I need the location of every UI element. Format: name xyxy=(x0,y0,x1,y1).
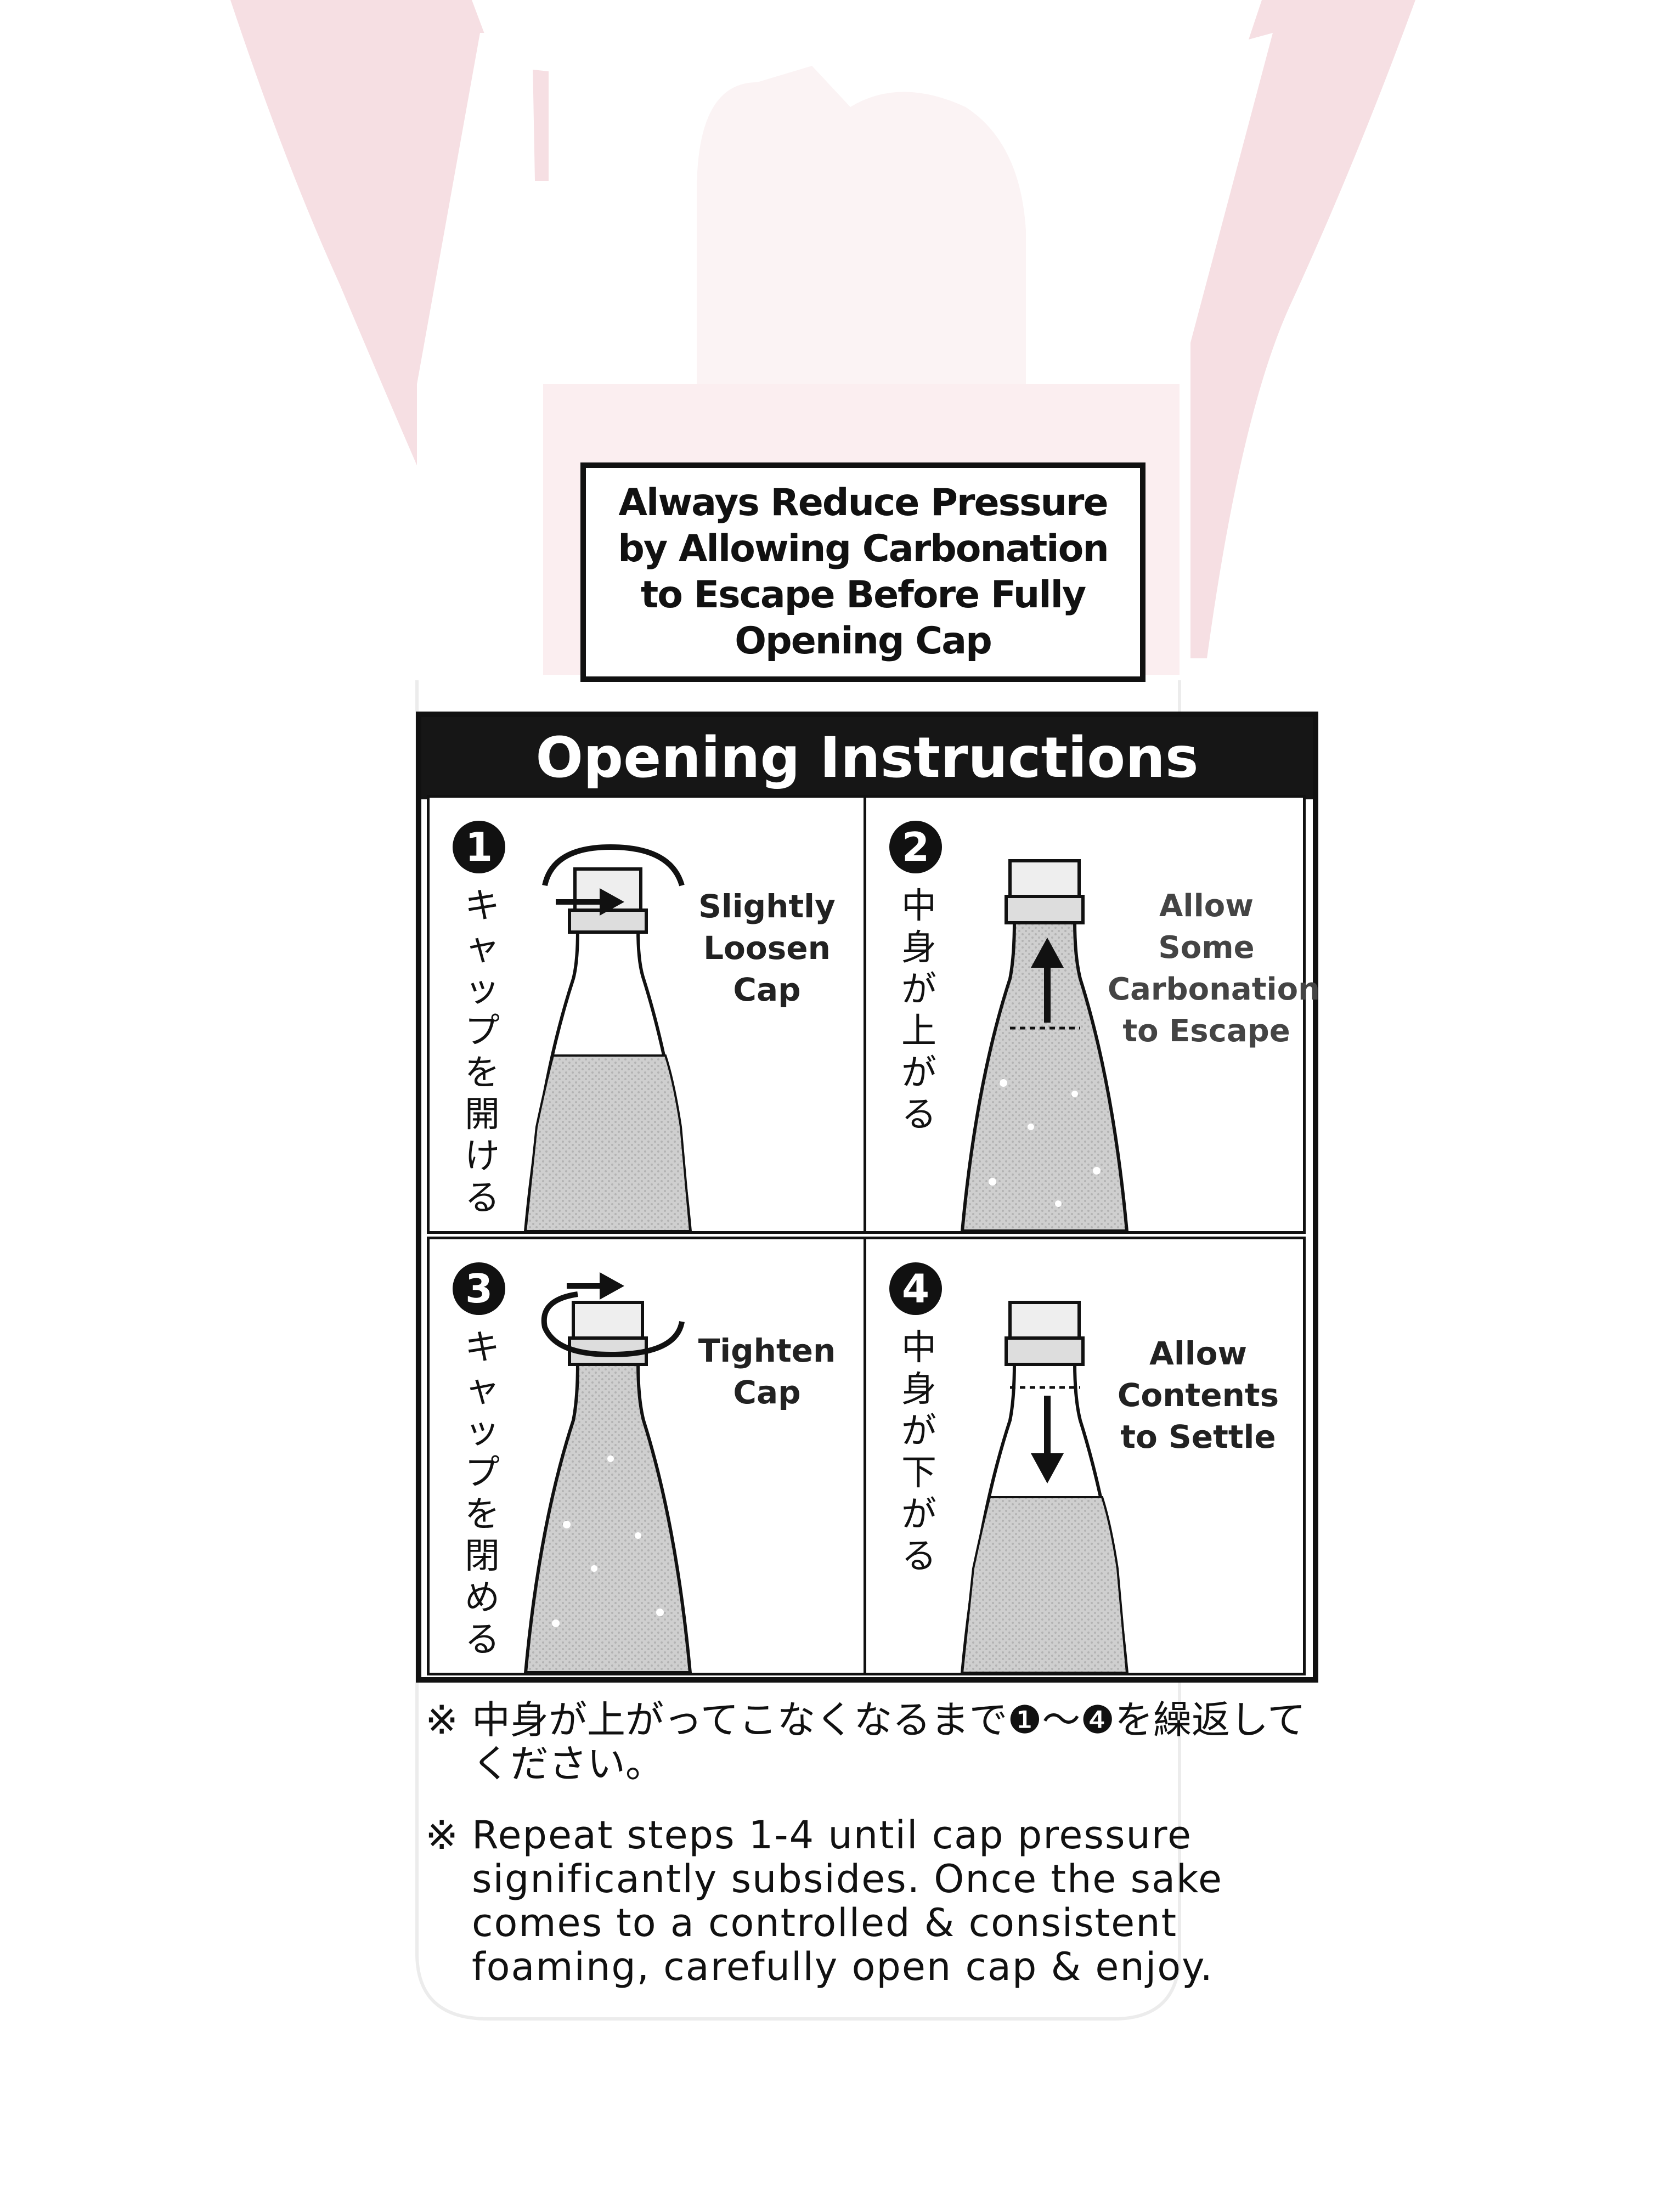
step-3-english-label: Tighten Cap xyxy=(698,1332,836,1411)
step-2-cell: 2 中身が上がる Allow Some Carbonation to Escap… xyxy=(864,795,1321,1234)
japanese-note: ※ 中身が上がってこなくなるまで❶～❹を繰返してください。 xyxy=(425,1698,1325,1786)
step-4-japanese-label: 中身が下がる xyxy=(901,1328,936,1577)
note-mark: ※ xyxy=(425,1812,459,1858)
english-note-text: Repeat steps 1-4 until cap pressure sign… xyxy=(472,1813,1223,1989)
bottle-loosen-cap-icon xyxy=(523,844,692,1231)
step-number-3: 3 xyxy=(453,1262,505,1315)
step-2-english-label: Allow Some Carbonation to Escape xyxy=(1108,888,1321,1049)
warning-text: Always Reduce Pressure by Allowing Carbo… xyxy=(618,481,1109,663)
step-3-japanese-label: キャップを閉める xyxy=(465,1328,500,1660)
opening-instructions-panel: Opening Instructions 1 キャップを開ける Slightly… xyxy=(416,712,1321,1683)
step-number-2: 2 xyxy=(889,821,942,873)
step-1-japanese-label: キャップを開ける xyxy=(465,886,500,1218)
notes-section: ※ 中身が上がってこなくなるまで❶～❹を繰返してください。 ※ Repeat s… xyxy=(425,1698,1325,1989)
bottle-rising-arrow-icon xyxy=(960,859,1129,1231)
note-mark: ※ xyxy=(425,1697,459,1743)
bottle-tighten-cap-icon xyxy=(523,1272,692,1673)
step-4-cell: 4 中身が下がる Allow Contents to Settle xyxy=(864,1237,1306,1675)
step-number-1: 1 xyxy=(453,821,505,873)
step-number-4: 4 xyxy=(889,1262,942,1315)
step-4-english-label: Allow Contents to Settle xyxy=(1117,1335,1279,1455)
step-3-cell: 3 キャップを閉める Tighten Cap xyxy=(427,1237,869,1675)
step-1-cell: 1 キャップを開ける Slightly Loosen Cap xyxy=(427,795,869,1234)
panel-title: Opening Instructions xyxy=(421,717,1313,799)
step-2-japanese-label: 中身が上がる xyxy=(901,886,936,1135)
japanese-note-text: 中身が上がってこなくなるまで❶～❹を繰返してください。 xyxy=(472,1697,1306,1786)
step-1-english-label: Slightly Loosen Cap xyxy=(698,888,836,1008)
warning-box: Always Reduce Pressure by Allowing Carbo… xyxy=(580,462,1146,682)
english-note: ※ Repeat steps 1-4 until cap pressure si… xyxy=(425,1813,1325,1989)
bottle-falling-arrow-icon xyxy=(960,1301,1129,1673)
